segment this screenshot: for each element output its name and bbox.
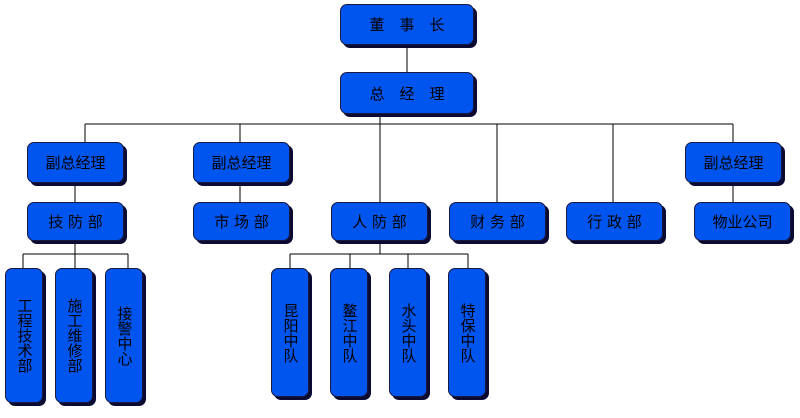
- deputy-manager-box-1: 副总经理: [27, 142, 124, 183]
- aojiang-squad-box: 鳌江中队: [330, 268, 368, 397]
- special-guard-squad-box: 特保中队: [448, 268, 486, 397]
- deputy-manager-box-2: 副总经理: [193, 142, 290, 183]
- admin-dept-box: 行 政 部: [566, 202, 663, 241]
- chairman-box: 董 事 长: [340, 4, 474, 45]
- general-manager-box: 总 经 理: [340, 72, 474, 114]
- engineering-tech-unit-box: 工程技术部: [5, 268, 43, 403]
- market-dept-box: 市 场 部: [193, 202, 290, 241]
- shuitou-squad-box: 水头中队: [389, 268, 427, 397]
- tech-defense-dept-box: 技 防 部: [27, 202, 124, 241]
- alarm-center-box: 接警中心: [105, 268, 143, 403]
- personnel-defense-dept-box: 人 防 部: [331, 202, 428, 241]
- construction-repair-unit-box: 施工维修部: [55, 268, 93, 403]
- finance-dept-box: 财 务 部: [449, 202, 546, 241]
- deputy-manager-box-3: 副总经理: [685, 142, 782, 183]
- property-company-box: 物业公司: [694, 202, 791, 241]
- kunyang-squad-box: 昆阳中队: [271, 268, 309, 397]
